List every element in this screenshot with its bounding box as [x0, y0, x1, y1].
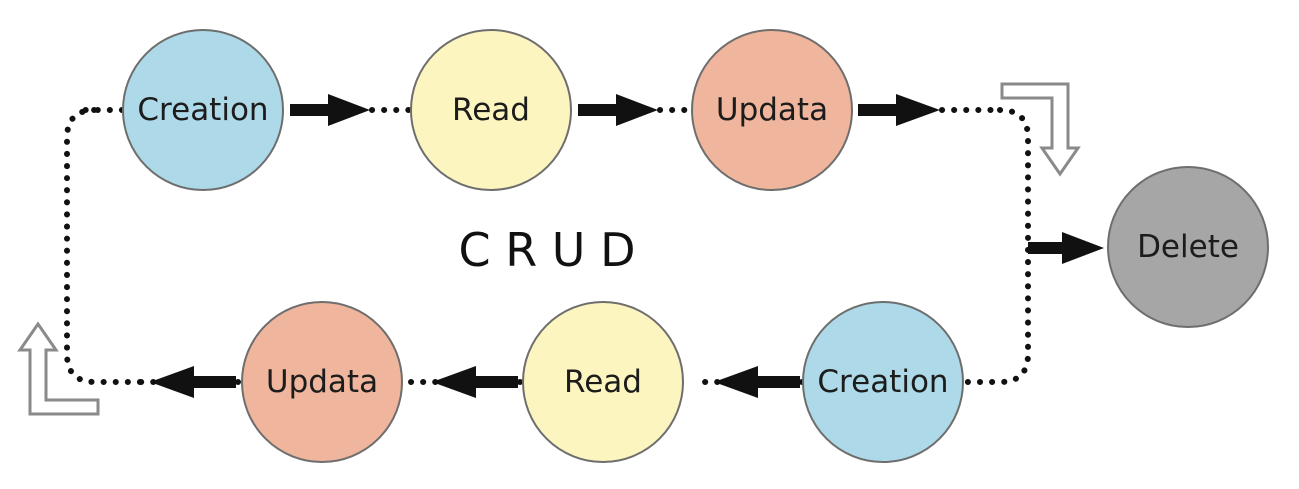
- hollow-down-turn-arrow-icon: [1000, 82, 1081, 177]
- node-circle: [241, 301, 403, 463]
- top-row: Creation Read Updata: [122, 29, 853, 191]
- arrow-left-icon: [432, 366, 518, 398]
- arrow-left-icon: [150, 366, 236, 398]
- node-label: Creation: [137, 92, 268, 128]
- dotted-line-left-side: [64, 107, 143, 385]
- node-circle: [522, 301, 684, 463]
- node-update-top: Updata: [691, 29, 853, 191]
- bottom-row: Creation Read Updata: [241, 301, 964, 463]
- node-creation-top: Creation: [122, 29, 284, 191]
- node-label: Updata: [266, 364, 378, 400]
- node-delete: Delete: [1107, 166, 1269, 328]
- node-read-bottom: Read: [522, 301, 684, 463]
- node-creation-bottom: Creation: [802, 301, 964, 463]
- arrow-left-icon: [714, 366, 800, 398]
- dotted-line-right-side: [963, 107, 1031, 385]
- arrow-right-icon: [578, 94, 658, 126]
- node-update-bottom: Updata: [241, 301, 403, 463]
- node-circle: [122, 29, 284, 191]
- node-circle: [1107, 166, 1269, 328]
- hollow-up-turn-arrow-icon: [17, 321, 100, 416]
- arrow-right-icon: [1028, 232, 1104, 264]
- node-circle: [691, 29, 853, 191]
- node-label: Read: [452, 92, 530, 128]
- bottom-arrows: [150, 366, 800, 398]
- top-arrows: [290, 94, 1104, 264]
- node-circle: [410, 29, 572, 191]
- diagram-title: C R U D: [458, 223, 635, 277]
- node-label: Read: [564, 364, 642, 400]
- node-label: Creation: [817, 364, 948, 400]
- node-label: Delete: [1137, 229, 1239, 265]
- node-read-top: Read: [410, 29, 572, 191]
- node-label: Updata: [716, 92, 828, 128]
- arrow-right-icon: [290, 94, 370, 126]
- node-circle: [802, 301, 964, 463]
- arrow-right-icon: [858, 94, 940, 126]
